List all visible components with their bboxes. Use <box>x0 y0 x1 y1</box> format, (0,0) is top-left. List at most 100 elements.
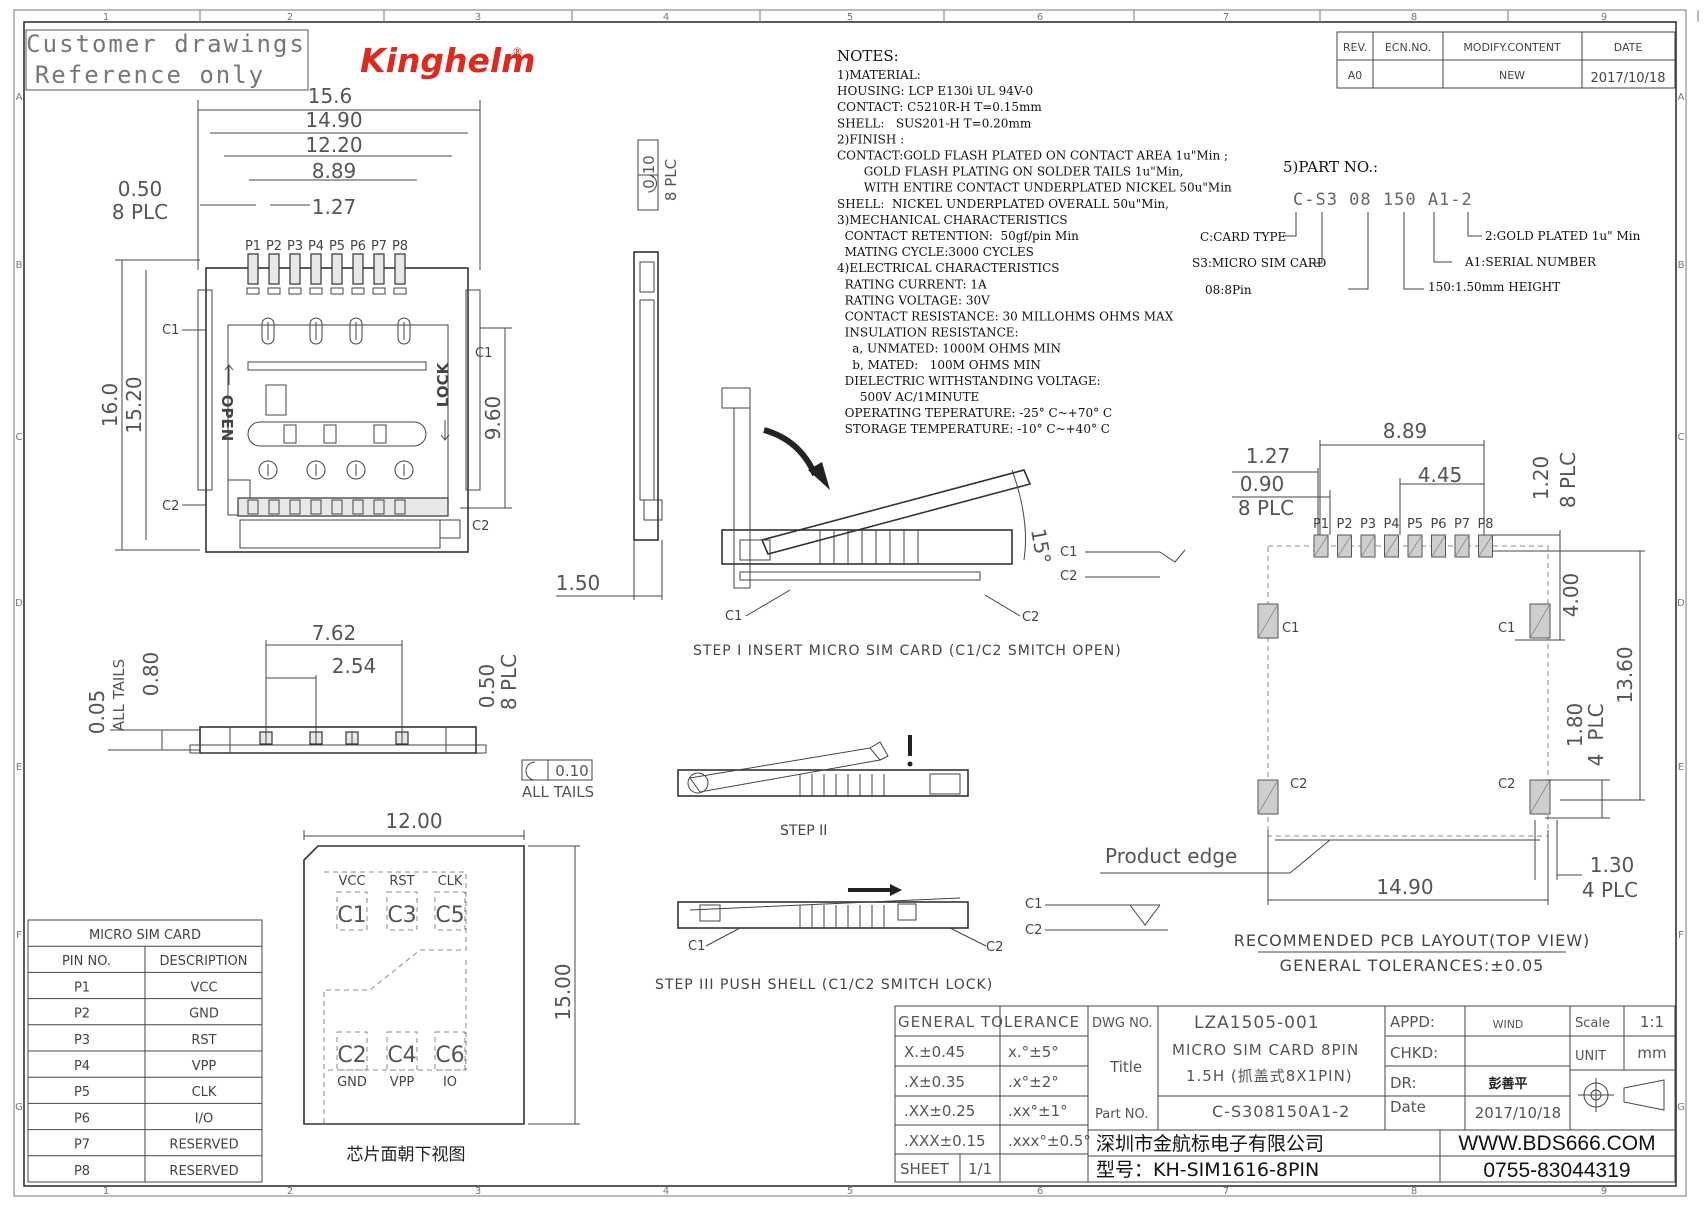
rev-value: A0 <box>1348 69 1363 82</box>
rev-content: NEW <box>1499 69 1525 82</box>
step-3-c1: C1 <box>688 939 705 954</box>
card-top-label: VCC <box>338 874 365 889</box>
note-line: RATING CURRENT: 1A <box>837 277 987 291</box>
card-bottom-label: VPP <box>390 1075 415 1090</box>
zone-col-top: 1 <box>103 12 109 23</box>
pcb-pad-hatch <box>1407 534 1423 558</box>
tb-title-line2: 1.5H (抓盖式8X1PIN) <box>1186 1067 1353 1085</box>
top-tail <box>331 499 343 515</box>
top-pin <box>289 253 301 285</box>
top-pin-base <box>351 287 365 295</box>
rev-date: 2017/10/18 <box>1591 71 1666 86</box>
top-pin-label: P6 <box>350 239 366 254</box>
note-line: SHELL: SUS201-H T=0.20mm <box>837 116 1032 130</box>
note-line: SHELL: NICKEL UNDERPLATED OVERALL 50u"Mi… <box>837 197 1169 211</box>
front-dim-0-05: 0.05 <box>85 690 109 735</box>
pcb-pin-label: P7 <box>1454 517 1470 532</box>
front-dim-8-plc: 8 PLC <box>497 654 521 710</box>
reference-stamp: Customer drawings Reference only <box>25 29 309 91</box>
zone-col-top: 3 <box>475 12 481 23</box>
connector-top-view: 15.6 14.90 12.20 8.89 0.50 8 PLC 1.27 16… <box>98 84 512 553</box>
zone-row-left: E <box>16 762 22 773</box>
note-line: DIELECTRIC WITHSTANDING VOLTAGE: <box>837 374 1101 388</box>
card-window <box>373 424 387 444</box>
zone-col-bottom: 9 <box>1601 1186 1607 1197</box>
legend-plating: 2:GOLD PLATED 1u" Min <box>1485 229 1641 243</box>
step-1-illustration: 15° C1 C2 C1 C2 STEP I INSERT MICRO SIM … <box>693 387 1186 659</box>
zone-col-bottom: 1 <box>103 1186 109 1197</box>
dim-15-20: 15.20 <box>122 376 146 433</box>
zone-row-right: A <box>1678 92 1685 103</box>
step-3-c2: C2 <box>986 940 1003 955</box>
pcb-dim-8-plc: 8 PLC <box>1238 496 1294 520</box>
zone-col-top: 5 <box>847 12 853 23</box>
brand-registered-mark: ® <box>512 45 523 58</box>
stamp-line-2: Reference only <box>35 61 265 89</box>
tb-appd-label: APPD: <box>1390 1013 1435 1031</box>
legend-height: 150:1.50mm HEIGHT <box>1428 280 1560 294</box>
tb-tol-angular: x.°±5° <box>1008 1043 1059 1061</box>
pcb-dim-1-30: 1.30 <box>1590 853 1635 877</box>
top-pin-base <box>393 287 407 295</box>
note-line: a, UNMATED: 1000M OHMS MIN <box>837 342 1061 356</box>
tb-dr-label: DR: <box>1390 1074 1417 1092</box>
tb-website: WWW.BDS666.COM <box>1458 1132 1655 1155</box>
outer-frame <box>13 9 1687 1197</box>
note-line: CONTACT:GOLD FLASH PLATED ON CONTACT ARE… <box>837 149 1228 163</box>
top-pin-label: P1 <box>245 239 261 254</box>
step2-part <box>929 773 961 795</box>
note-line: 3)MECHANICAL CHARACTERISTICS <box>837 213 1068 227</box>
tb-sheet-label: SHEET <box>900 1160 950 1178</box>
pcb-pin-label: P3 <box>1360 517 1376 532</box>
switch-pad-hatch <box>1257 603 1279 639</box>
note-line: 1)MATERIAL: <box>837 68 921 82</box>
tb-part-no-label: Part NO. <box>1095 1107 1148 1122</box>
top-pin-base <box>288 287 302 295</box>
top-tail <box>289 499 301 515</box>
step-1-c1: C1 <box>725 609 742 624</box>
top-contact <box>261 317 275 345</box>
step-3-c1-switch: C1 <box>1025 897 1042 912</box>
zone-row-right: E <box>1678 762 1684 773</box>
tb-appd-value: WIND <box>1493 1018 1524 1031</box>
zone-row-left: C <box>16 432 23 443</box>
card-top-label: CLK <box>438 874 463 889</box>
top-pin-label: P4 <box>308 239 324 254</box>
connector-front-view: 7.62 2.54 0.05 ALL TAILS 0.80 0.50 8 PLC… <box>85 621 594 801</box>
note-line: b, MATED: 100M OHMS MIN <box>837 358 1041 372</box>
front-dim-2-54: 2.54 <box>332 654 377 678</box>
tb-unit-value: mm <box>1637 1044 1666 1062</box>
pin-table-cell-pin: P6 <box>74 1111 90 1126</box>
top-contact <box>349 317 363 345</box>
zone-row-left: D <box>15 598 23 609</box>
pcb-pad-hatch <box>1454 534 1470 558</box>
top-pin-label: P2 <box>266 239 282 254</box>
pin-table-cell-pin: P7 <box>74 1138 90 1153</box>
tb-scale-value: 1:1 <box>1640 1013 1664 1031</box>
dim-0-50: 0.50 <box>118 177 163 201</box>
card-bottom-contact <box>386 1031 418 1071</box>
top-tail <box>247 499 259 515</box>
card-bottom-contact-label: C2 <box>337 1043 366 1068</box>
pin-table-header-desc: DESCRIPTION <box>160 954 248 969</box>
legend-pins: 08:8Pin <box>1205 283 1252 297</box>
zone-col-bottom: 4 <box>663 1186 669 1197</box>
tb-tol-linear: X.±0.45 <box>904 1043 965 1061</box>
step1-part <box>739 539 771 561</box>
pin-table-cell-desc: GND <box>189 1007 219 1022</box>
switch-label-c2-left: C2 <box>162 499 179 514</box>
pcb-pin-label: P5 <box>1407 517 1423 532</box>
step-3-caption: STEP III PUSH SHELL (C1/C2 SMITCH LOCK) <box>655 977 993 993</box>
legend-serial: A1:SERIAL NUMBER <box>1464 255 1597 269</box>
bottom-contact <box>258 460 278 480</box>
pin-table-cell-desc: VPP <box>192 1059 217 1074</box>
top-tail <box>268 499 280 515</box>
tb-model: 型号：KH-SIM1616-8PIN <box>1096 1159 1319 1181</box>
note-line: 4)ELECTRICAL CHARACTERISTICS <box>837 261 1060 275</box>
pcb-dim-8-89: 8.89 <box>1383 419 1428 443</box>
connector-side-view: 0.10 8 PLC 1.50 <box>556 139 680 600</box>
zone-col-bottom: 6 <box>1037 1186 1043 1197</box>
pcb-pad-label: C2 <box>1290 777 1307 792</box>
top-pin-base <box>372 287 386 295</box>
dim-8-plc: 8 PLC <box>112 200 168 224</box>
